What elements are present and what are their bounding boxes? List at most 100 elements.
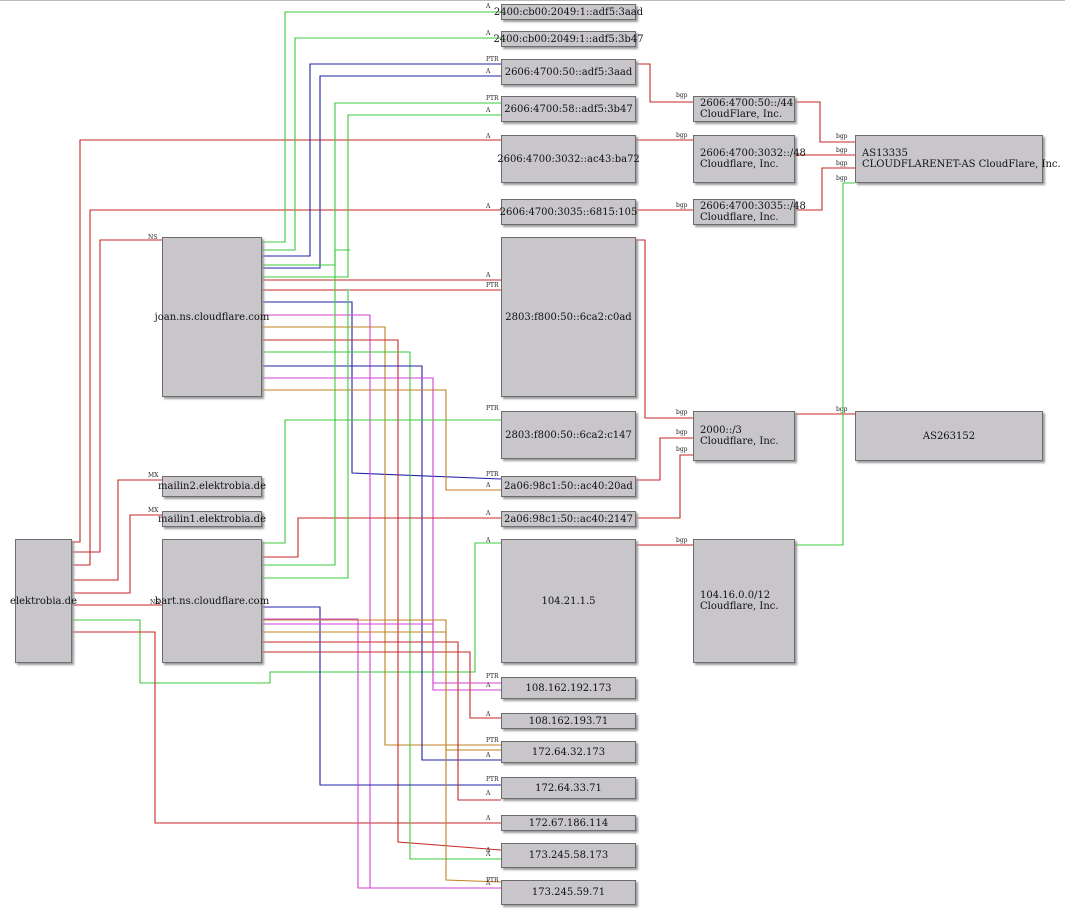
node-label: 2606:4700:3035::6815:105 — [499, 206, 638, 218]
edge-label: bgp — [676, 537, 688, 544]
edge-label: bgp — [676, 409, 688, 416]
top-border — [0, 0, 1065, 1]
node-prefix-104-16[interactable]: 104.16.0.0/12 Cloudflare, Inc. — [693, 539, 795, 663]
edge-label: MX — [148, 472, 159, 479]
node-ip6-2606-50-3aad[interactable]: 2606:4700:50::adf5:3aad — [501, 59, 636, 85]
node-mailin2[interactable]: mailin2.elektrobia.de — [158, 476, 266, 497]
node-label: 2606:4700:3032::ac43:ba72 — [497, 153, 640, 165]
node-prefix-2606-3035[interactable]: 2606:4700:3035::/48 Cloudflare, Inc. — [693, 199, 806, 225]
edge-2 — [72, 479, 162, 581]
node-label: 104.16.0.0/12 Cloudflare, Inc. — [700, 590, 779, 612]
edge-label: PTR — [486, 737, 499, 744]
node-label: 2803:f800:50::6ca2:c0ad — [505, 311, 632, 323]
node-label: 2000::/3 Cloudflare, Inc. — [700, 425, 779, 447]
edge-label: bgp — [676, 429, 688, 436]
edge-30 — [262, 631, 501, 751]
edge-label: A — [485, 847, 491, 854]
edge-label: A — [485, 68, 491, 75]
edge-label: NS — [148, 234, 157, 241]
node-bart-ns[interactable]: bart.ns.cloudflare.com — [155, 539, 269, 663]
node-ip6-2a06-20ad[interactable]: 2a06:98c1:50::ac40:20ad — [501, 476, 636, 497]
node-label: 2a06:98c1:50::ac40:2147 — [503, 513, 634, 525]
node-ip4-173-58[interactable]: 173.245.58.173 — [501, 843, 636, 868]
edge-label: A — [485, 682, 491, 689]
edge-46 — [795, 182, 855, 546]
node-label: 173.245.59.71 — [531, 887, 606, 898]
edge-29 — [262, 618, 370, 889]
edge-label: NS — [150, 599, 159, 606]
node-prefix-2606-3032[interactable]: 2606:4700:3032::/48 Cloudflare, Inc. — [693, 135, 806, 183]
node-ip4-108-193[interactable]: 108.162.193.71 — [501, 713, 636, 729]
edge-25 — [262, 517, 501, 558]
edge-38 — [636, 239, 693, 419]
node-elektrobia[interactable]: elektrobia.de — [10, 539, 77, 663]
node-label: 2606:4700:3035::/48 Cloudflare, Inc. — [700, 201, 806, 223]
node-ip4-173-59[interactable]: 173.245.59.71 — [501, 880, 636, 905]
edge-28 — [262, 606, 501, 786]
edge-label: bgp — [676, 92, 688, 99]
edge-label: PTR — [486, 776, 499, 783]
node-joan-ns[interactable]: joan.ns.cloudflare.com — [155, 237, 269, 397]
edge-34 — [262, 623, 501, 684]
node-label: 2400:cb00:2049:1::adf5:3b47 — [493, 33, 644, 45]
node-ip6-2400-3b47[interactable]: 2400:cb00:2049:1::adf5:3b47 — [493, 31, 644, 47]
node-prefix-2606-50[interactable]: 2606:4700:50::/44 CloudFlare, Inc. — [693, 96, 795, 122]
edge-label: A — [485, 30, 491, 37]
node-label: mailin1.elektrobia.de — [158, 513, 266, 525]
edge-8 — [262, 11, 501, 243]
edge-label: bgp — [836, 133, 848, 140]
edge-31 — [262, 641, 501, 801]
edge-label: A — [485, 537, 491, 544]
edge-20 — [262, 351, 501, 860]
node-label: 2606:4700:50::adf5:3aad — [504, 66, 633, 78]
node-ip6-2606-3035-6815[interactable]: 2606:4700:3035::6815:105 — [499, 199, 638, 225]
edge-44 — [795, 167, 855, 211]
node-ip6-2606-58-3b47[interactable]: 2606:4700:58::adf5:3b47 — [501, 96, 636, 122]
node-mailin1[interactable]: mailin1.elektrobia.de — [158, 511, 266, 527]
node-ip4-172-64-33[interactable]: 172.64.33.71 — [501, 777, 636, 799]
edge-label: A — [485, 752, 491, 759]
node-ip4-172-64-32[interactable]: 172.64.32.173 — [501, 741, 636, 763]
edge-label: A — [485, 880, 491, 887]
edge-35 — [636, 63, 693, 103]
edge-11 — [262, 75, 501, 269]
node-ip4-104-21[interactable]: 104.21.1.5 — [501, 539, 636, 663]
node-prefix-2000[interactable]: 2000::/3 Cloudflare, Inc. — [693, 411, 795, 461]
edge-label: A — [485, 711, 491, 718]
node-ip6-2803-c0ad[interactable]: 2803:f800:50::6ca2:c0ad — [501, 237, 636, 397]
edge-label: PTR — [486, 56, 499, 63]
node-as13335[interactable]: AS13335 CLOUDFLARENET-AS CloudFlare, Inc… — [855, 135, 1061, 183]
edge-label: PTR — [486, 877, 499, 884]
node-ip6-2606-3032-ba72[interactable]: 2606:4700:3032::ac43:ba72 — [497, 135, 640, 183]
edge-24 — [262, 419, 501, 544]
edge-label: PTR — [486, 95, 499, 102]
node-ip4-172-67[interactable]: 172.67.186.114 — [501, 815, 636, 831]
edge-label: bgp — [676, 202, 688, 209]
node-ip6-2a06-2147[interactable]: 2a06:98c1:50::ac40:2147 — [501, 511, 636, 527]
edge-label: bgp — [676, 446, 688, 453]
edge-label: A — [485, 510, 491, 517]
node-label: AS13335 CLOUDFLARENET-AS CloudFlare, Inc… — [862, 148, 1061, 170]
node-ip4-108-192[interactable]: 108.162.192.173 — [501, 677, 636, 699]
edge-label: A — [485, 3, 491, 10]
node-ip6-2803-c147[interactable]: 2803:f800:50::6ca2:c147 — [501, 411, 636, 459]
node-label: 172.64.32.173 — [531, 746, 606, 758]
edge-label: bgp — [836, 175, 848, 182]
edge-label: A — [485, 482, 491, 489]
node-label: bart.ns.cloudflare.com — [154, 595, 270, 607]
node-label: joan.ns.cloudflare.com — [154, 311, 270, 323]
node-as263152[interactable]: AS263152 — [855, 411, 1043, 461]
edge-label: A — [485, 203, 491, 210]
node-label: AS263152 — [922, 430, 976, 442]
node-ip6-2400-3aad[interactable]: 2400:cb00:2049:1::adf5:3aad — [494, 4, 643, 20]
node-label: 2606:4700:50::/44 CloudFlare, Inc. — [700, 98, 794, 120]
node-label: 2803:f800:50::6ca2:c147 — [505, 429, 632, 441]
edge-19 — [262, 339, 502, 851]
edge-40 — [636, 454, 693, 519]
edge-label: A — [485, 107, 491, 114]
edge-5 — [72, 209, 501, 566]
edge-3 — [72, 514, 162, 594]
edge-23 — [262, 389, 501, 491]
edge-9 — [262, 37, 501, 251]
